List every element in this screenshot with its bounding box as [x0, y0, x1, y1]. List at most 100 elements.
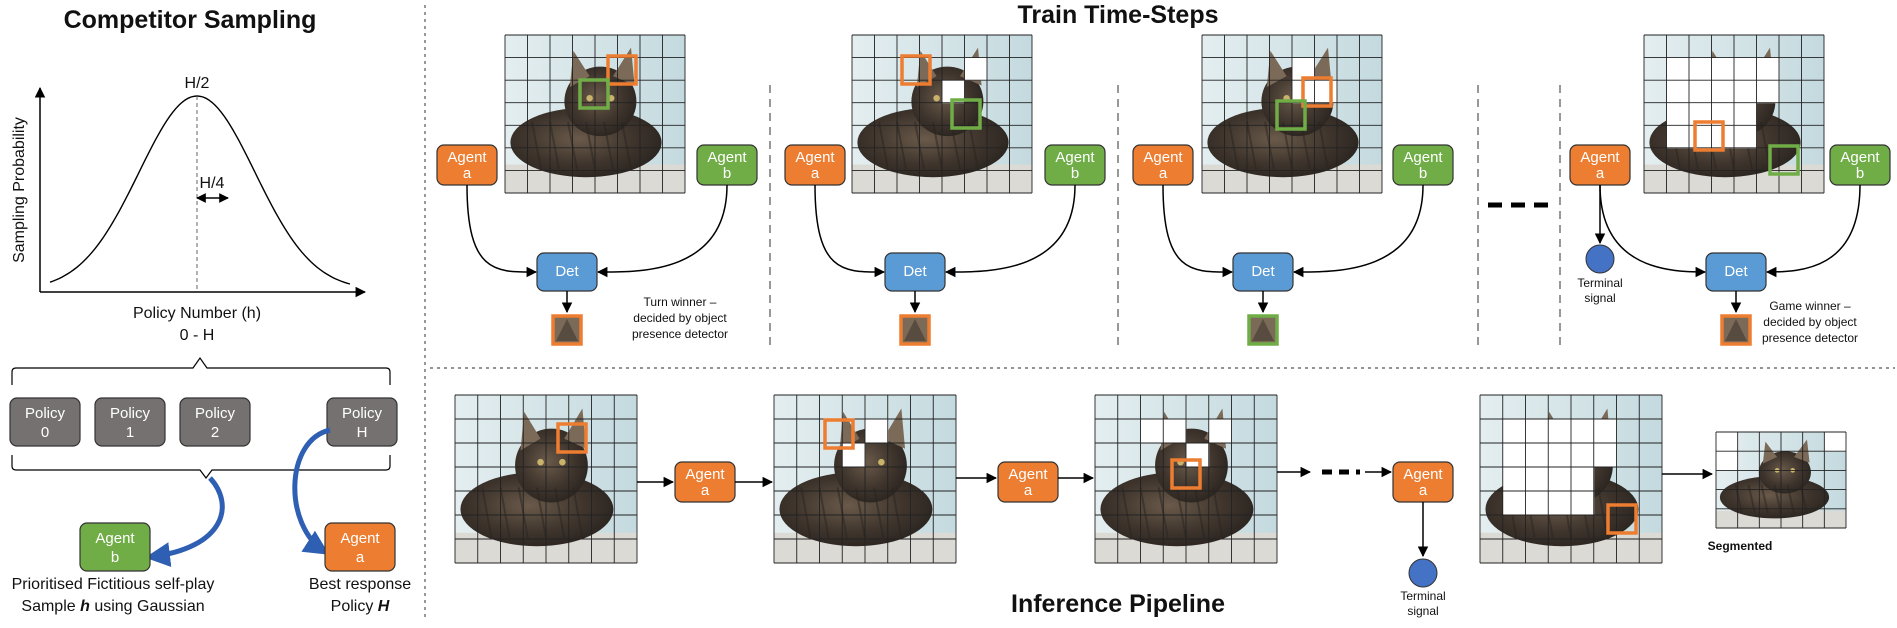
agent-a-selection — [1301, 76, 1333, 108]
svg-text:Det: Det — [555, 263, 579, 280]
svg-text:b: b — [111, 549, 119, 566]
removed-cell — [1689, 57, 1712, 81]
inference-image-3 — [1094, 394, 1278, 564]
sample-arrow — [145, 476, 225, 568]
det-box: Det — [1705, 252, 1767, 292]
inference-terminal-label: Terminal — [1400, 589, 1445, 603]
arrow-agent-a-to-det — [1599, 184, 1707, 278]
terminal-label: signal — [1584, 291, 1615, 305]
removed-cell — [1525, 419, 1549, 444]
removed-cell — [1314, 80, 1338, 104]
svg-text:Agent: Agent — [1055, 149, 1095, 166]
svg-text:b: b — [1071, 165, 1079, 182]
cat-eye — [586, 94, 593, 102]
cat-eye — [933, 94, 940, 102]
removed-cell — [1593, 443, 1617, 468]
arrow-agent-a-to-det — [814, 184, 886, 278]
agent-a-selection — [606, 54, 638, 86]
agent-b-selection — [1768, 144, 1800, 176]
svg-text:Agent: Agent — [447, 149, 487, 166]
removed-cell — [1502, 467, 1526, 492]
svg-text:a: a — [1596, 165, 1605, 182]
removed-cell — [1140, 419, 1164, 444]
x-range-label: 0 - H — [180, 327, 215, 344]
pfsp-caption-line1: Prioritised Fictitious self-play — [12, 576, 215, 593]
pfsp-caption-line2: Sample h using Gaussian — [21, 598, 204, 615]
removed-cell — [1689, 102, 1712, 126]
removed-cell — [1186, 443, 1210, 468]
removed-cell — [1734, 125, 1757, 149]
svg-text:Agent: Agent — [685, 466, 725, 483]
svg-text:a: a — [1159, 165, 1168, 182]
policy-range-brace — [11, 356, 391, 385]
arrow-agent-b-to-det — [1765, 184, 1861, 278]
arrow-agent-b-to-det — [1292, 184, 1424, 278]
removed-cell — [1571, 443, 1595, 468]
svg-text:1: 1 — [126, 424, 134, 441]
svg-text:Agent: Agent — [1008, 466, 1048, 483]
terminal-label: Terminal — [1577, 276, 1622, 290]
policy-box-0: Policy 0 — [9, 397, 81, 447]
svg-text:Agent: Agent — [707, 149, 747, 166]
game-winner-caption-3: presence detector — [1762, 331, 1858, 345]
removed-cell — [1711, 80, 1735, 104]
svg-text:a: a — [811, 165, 820, 182]
winner-patch — [1247, 314, 1279, 346]
cat-ear-right — [564, 408, 587, 449]
removed-cell — [1666, 125, 1690, 149]
train-image-3 — [1201, 34, 1383, 194]
train-steps: AgentaAgentbDetAgentaAgentbDetAgentaAgen… — [436, 34, 1891, 346]
removed-cell — [1593, 419, 1617, 444]
turn-winner-caption-2: decided by object — [633, 311, 727, 325]
svg-text:b: b — [1856, 165, 1864, 182]
removed-cell — [1734, 102, 1757, 126]
removed-cell — [1502, 443, 1526, 468]
agent-a-selection — [1693, 120, 1725, 152]
removed-cell — [1571, 491, 1595, 516]
removed-cell — [1716, 451, 1739, 471]
cat-eye — [878, 458, 885, 466]
removed-cell — [1548, 467, 1572, 492]
removed-cell — [1548, 419, 1572, 444]
removed-cell — [1502, 491, 1526, 516]
segmented-label: Segmented — [1708, 539, 1773, 553]
winner-patch — [551, 314, 583, 346]
svg-text:Agent: Agent — [1403, 466, 1443, 483]
svg-text:Policy: Policy — [195, 405, 236, 422]
policy-box-2: Policy 2 — [179, 397, 251, 447]
svg-text:a: a — [1024, 482, 1033, 499]
svg-text:Det: Det — [903, 263, 927, 280]
removed-cell — [1666, 80, 1690, 104]
segmented-result — [1715, 431, 1847, 529]
cat-eye — [559, 458, 566, 466]
removed-cell — [1525, 467, 1549, 492]
removed-cell — [1525, 491, 1549, 516]
train-image-2 — [851, 34, 1033, 194]
cat-ear-left — [569, 50, 590, 88]
arrow-agent-b-to-det — [596, 184, 728, 278]
removed-cell — [1666, 102, 1690, 126]
removed-cell — [865, 419, 889, 444]
agent-a-selection — [900, 54, 932, 86]
removed-cell — [1734, 80, 1757, 104]
best-response-arrow — [292, 427, 331, 555]
svg-text:Agent: Agent — [1840, 149, 1880, 166]
removed-cell — [1711, 57, 1735, 81]
removed-cell — [1756, 80, 1780, 104]
x-axis-label: Policy Number (h) — [133, 305, 261, 322]
competitor-sampling-title: Competitor Sampling — [64, 6, 317, 34]
inference-image-2 — [773, 394, 957, 564]
cat-head — [1758, 451, 1811, 494]
removed-cell — [1208, 419, 1232, 444]
arrow-agent-a-to-det — [466, 184, 538, 278]
